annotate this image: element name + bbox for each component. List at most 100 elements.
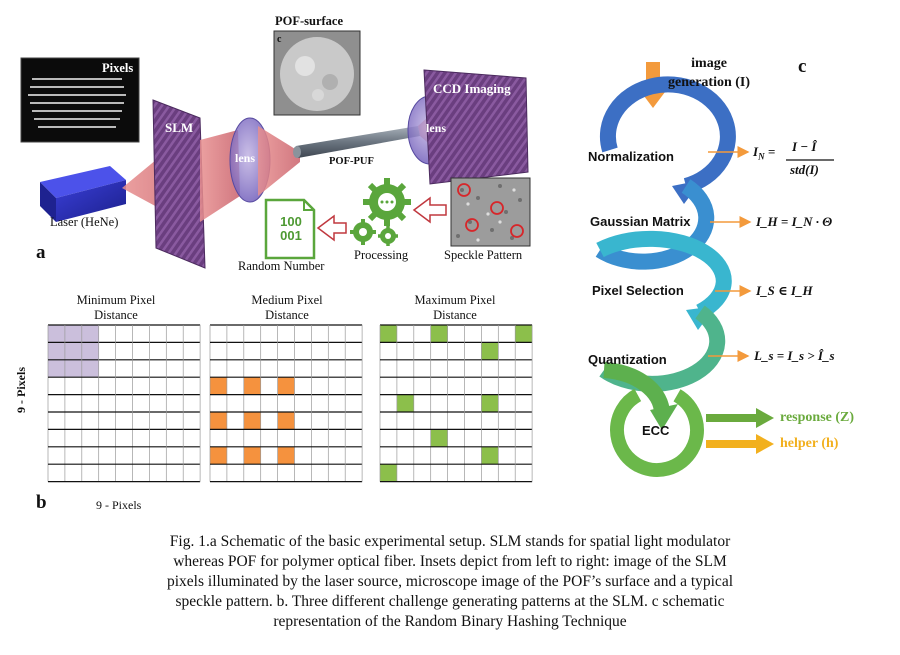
y-axis-label: 9 - Pixels: [14, 367, 28, 413]
random-number-document-icon: [264, 198, 316, 260]
input-label-line1: image: [691, 56, 727, 71]
active-pixel: [243, 412, 261, 430]
grid-title-maximum-line1: Maximum Pixel: [414, 293, 496, 307]
pixel-grid-2: [379, 324, 533, 483]
pixel-grid-0: [47, 324, 201, 483]
grid-title-minimum-line1: Minimum Pixel: [76, 293, 156, 307]
random-number-label: Random Number: [238, 259, 325, 273]
caption-line-2: whereas POF for polymer optical fiber. I…: [173, 553, 727, 570]
slm-panel: [152, 99, 206, 269]
eq-gaussian: I_H = I_N · Θ: [756, 214, 833, 229]
pof-surface-label: POF-surface: [275, 14, 344, 28]
active-pixel: [48, 325, 65, 343]
panel-b-letter: b: [36, 492, 47, 513]
caption-line-3: pixels illuminated by the laser source, …: [166, 573, 733, 590]
active-pixel: [481, 342, 499, 360]
grid-title-medium-line2: Distance: [265, 308, 309, 322]
arrow-to-processing-icon: [412, 196, 447, 224]
ecc-ring: [610, 383, 704, 477]
eq-normalization-sub: N: [758, 151, 765, 162]
figure-caption: Fig. 1.a Schematic of the basic experime…: [60, 532, 840, 632]
active-pixel: [48, 342, 65, 360]
active-pixel: [243, 377, 261, 395]
active-pixel: [277, 377, 295, 395]
pof-surface-inset: [273, 30, 361, 116]
x-axis-label: 9 - Pixels: [96, 498, 142, 512]
caption-line-5: representation of the Random Binary Hash…: [273, 613, 627, 630]
eq-normalization-lhs: IN =: [753, 144, 776, 162]
active-pixel: [277, 412, 295, 430]
active-pixel: [210, 377, 227, 395]
pixels-label: Pixels: [102, 61, 134, 75]
panel-b: Minimum Pixel Distance Medium Pixel Dist…: [0, 285, 560, 525]
quantization-arrowhead-icon: [650, 404, 678, 430]
experimental-setup-illustration: [20, 30, 531, 269]
active-pixel: [277, 446, 295, 465]
eq-quantization: L_s = I_s > Î_s: [754, 348, 835, 363]
converging-beam: [258, 126, 300, 196]
active-pixel: [515, 325, 533, 343]
slm-pixels-inset: [20, 57, 140, 143]
hashing-flow-diagram: [595, 62, 834, 477]
slm-label: SLM: [165, 120, 194, 135]
grid-title-maximum: Maximum Pixel Distance: [380, 293, 530, 323]
active-pixel: [81, 342, 99, 360]
step-gaussian-matrix: Gaussian Matrix: [590, 214, 691, 229]
active-pixel: [481, 394, 499, 412]
step-pixel-selection: Pixel Selection: [592, 283, 684, 298]
active-pixel: [243, 446, 261, 465]
active-pixel: [481, 446, 499, 465]
input-label: image generation (I): [668, 54, 750, 92]
active-pixel: [64, 359, 82, 378]
active-pixel: [64, 342, 82, 360]
panel-a-letter: a: [36, 242, 46, 263]
lens-left-label: lens: [235, 151, 256, 165]
caption-line-1: Fig. 1.a Schematic of the basic experime…: [169, 533, 731, 550]
speckle-pattern-label: Speckle Pattern: [444, 248, 523, 262]
pof-fiber: [293, 126, 420, 158]
pixel-grid-1: [209, 324, 363, 483]
grid-title-maximum-line2: Distance: [433, 308, 477, 322]
ccd-imaging-panel: [423, 69, 529, 185]
laser-label: Laser (HeNe): [50, 215, 119, 229]
laser-source: [40, 166, 126, 222]
eq-selection: I_S ∈ I_H: [756, 283, 813, 298]
response-arrow-icon: [706, 408, 774, 428]
eq-normalization-denominator: std(I): [790, 162, 819, 177]
ccd-imaging-label: CCD Imaging: [433, 81, 511, 96]
grid-title-medium-line1: Medium Pixel: [251, 293, 323, 307]
active-pixel: [210, 412, 227, 430]
active-pixel: [396, 394, 414, 412]
random-number-digits-bottom: 001: [280, 228, 302, 243]
processing-gears-icon: [350, 178, 411, 246]
helper-arrow-icon: [706, 434, 774, 454]
active-pixel: [430, 429, 448, 447]
caption-line-4: speckle pattern. b. Three different chal…: [175, 593, 725, 610]
eq-normalization-numerator: I − Î: [792, 139, 817, 154]
step-quantization: Quantization: [588, 352, 667, 367]
pof-surface-inset-letter: c: [277, 34, 282, 45]
processing-label: Processing: [354, 248, 409, 262]
output-response: response (Z): [780, 410, 855, 425]
panel-a: Pixels POF-surface c SLM lens lens POF-P…: [0, 0, 560, 280]
lens-right-label: lens: [426, 121, 447, 135]
arrow-to-random-number-icon: [316, 214, 347, 242]
active-pixel: [430, 325, 448, 343]
input-label-line2: generation (I): [668, 75, 751, 90]
step-normalization: Normalization: [588, 149, 674, 164]
step-ecc: ECC: [642, 423, 670, 438]
speckle-pattern-inset: [450, 177, 531, 247]
active-pixel: [48, 359, 65, 378]
quantization-down-arc: [603, 362, 671, 415]
active-pixel: [81, 325, 99, 343]
pof-puf-label: POF-PUF: [329, 156, 374, 167]
active-pixel: [380, 464, 397, 482]
grid-title-medium: Medium Pixel Distance: [212, 293, 362, 323]
active-pixel: [210, 446, 227, 465]
grid-title-minimum: Minimum Pixel Distance: [41, 293, 191, 323]
eq-normalization-i: I: [753, 144, 759, 159]
panel-c-letter: c: [798, 56, 807, 77]
normalization-arc: [599, 76, 736, 194]
grid-title-minimum-line2: Distance: [94, 308, 138, 322]
random-number-digits-top: 100: [280, 214, 302, 229]
